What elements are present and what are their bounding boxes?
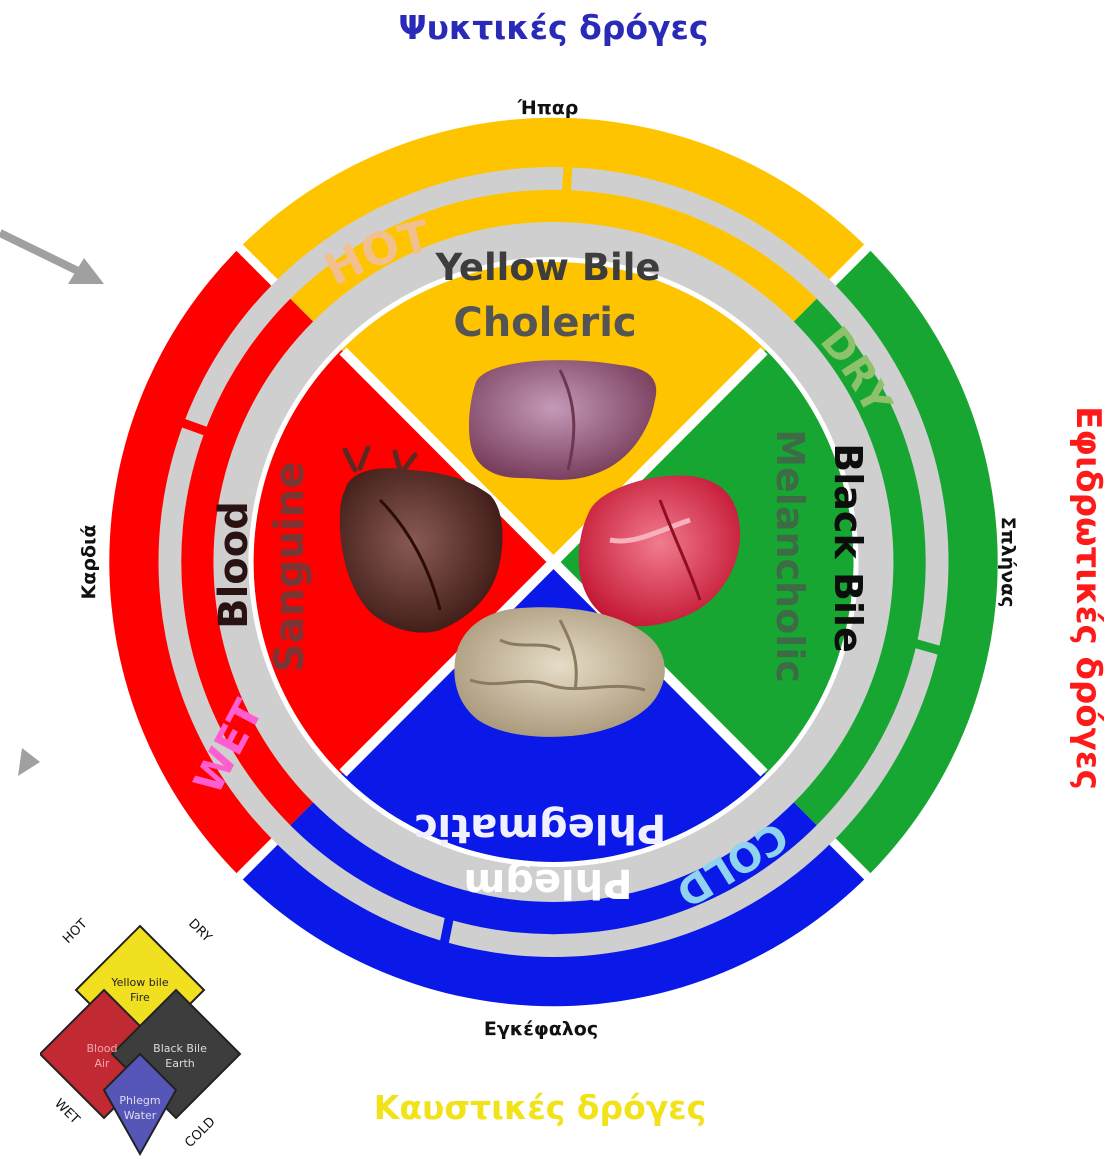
legend-wet: WET bbox=[51, 1096, 82, 1127]
legend-diamond: HOT DRY WET COLD Yellow bile Fire Blood … bbox=[40, 916, 242, 1157]
legend-phlegm-line2: Water bbox=[124, 1109, 157, 1122]
legend-black-bile-line1: Black Bile bbox=[153, 1042, 207, 1055]
humor-name-yellow-bile: Yellow Bile bbox=[435, 246, 661, 289]
organ-label-heart: Καρδιά bbox=[78, 525, 100, 600]
legend-yellow-bile-line2: Fire bbox=[130, 991, 150, 1004]
legend-yellow-bile-line1: Yellow bile bbox=[110, 976, 168, 989]
temperament-sanguine: Sanguine bbox=[267, 462, 313, 673]
legend-dry: DRY bbox=[185, 916, 214, 945]
organ-label-brain: Εγκέφαλος bbox=[484, 1018, 598, 1040]
heart-icon bbox=[339, 445, 503, 633]
organ-label-liver: Ήπαρ bbox=[517, 97, 579, 119]
humor-name-phlegm: Phlegm bbox=[464, 860, 633, 906]
liver-icon bbox=[468, 360, 657, 480]
temperament-choleric: Choleric bbox=[453, 300, 636, 346]
humor-name-blood: Blood bbox=[211, 501, 257, 629]
inner-diagonals bbox=[339, 347, 768, 777]
legend-hot: HOT bbox=[60, 916, 90, 946]
organ-label-spleen: Σπλήνας bbox=[997, 517, 1019, 608]
heading-caustic-drugs: Καυστικές δρόγες bbox=[373, 1088, 707, 1127]
humor-name-black-bile: Black Bile bbox=[826, 443, 870, 652]
legend-black-bile-line2: Earth bbox=[165, 1057, 195, 1070]
legend-cold: COLD bbox=[182, 1114, 218, 1150]
legend-phlegm-line1: Phlegm bbox=[119, 1094, 160, 1107]
legend-blood-line1: Blood bbox=[86, 1042, 117, 1055]
spleen-icon bbox=[578, 475, 741, 627]
temperament-melancholic: Melancholic bbox=[768, 429, 812, 683]
brain-icon bbox=[454, 607, 665, 737]
arrow-icon bbox=[18, 748, 40, 776]
arrow-icon bbox=[0, 229, 104, 284]
legend-blood-line2: Air bbox=[94, 1057, 110, 1070]
legend-phlegm bbox=[102, 1052, 178, 1157]
heading-cooling-drugs: Ψυκτικές δρόγες bbox=[398, 8, 709, 47]
temperament-phlegmatic: Phlegmatic bbox=[414, 805, 666, 851]
heading-sweating-drugs: Εφιδρωτικές δρόγες bbox=[1068, 406, 1107, 790]
